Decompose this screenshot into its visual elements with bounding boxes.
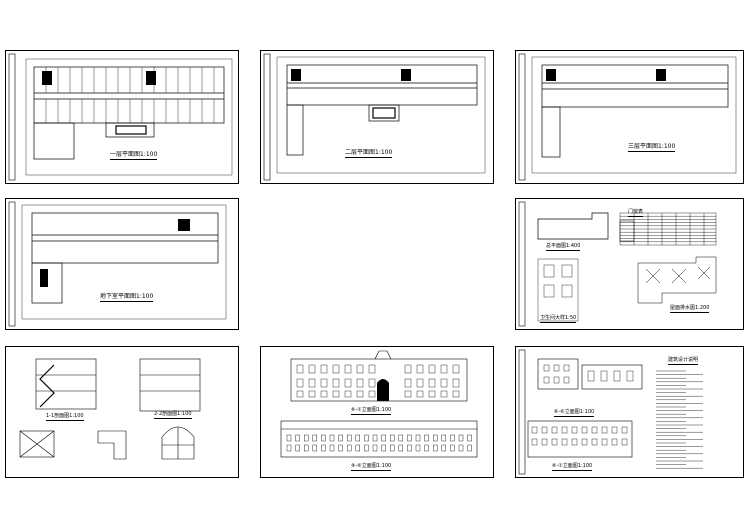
sheet-sections[interactable]: 1-1剖面图1:100 2-2剖面图1:100 bbox=[5, 346, 239, 478]
basement-plan-title: 地下室平面图1:100 bbox=[100, 293, 154, 302]
third-floor-plan-drawing bbox=[518, 53, 737, 181]
sheet-third-floor-plan[interactable]: 三层平面图1:100 bbox=[515, 50, 744, 184]
side-elevations-drawing bbox=[518, 349, 703, 475]
basement-plan-drawing bbox=[8, 201, 227, 327]
section-1-1-title: 1-1剖面图1:100 bbox=[46, 413, 84, 421]
front-elevations-drawing bbox=[280, 350, 478, 458]
south-elevation-title: ⑥-①立面图1:100 bbox=[351, 407, 392, 415]
second-floor-plan-title: 二层平面图1:100 bbox=[345, 149, 393, 158]
sections-drawing bbox=[19, 358, 201, 460]
sheet-front-elevations[interactable]: ⑥-①立面图1:100 ⑧-⑥立面图1:100 bbox=[260, 346, 494, 478]
first-floor-plan-drawing bbox=[8, 53, 233, 181]
third-floor-plan-title: 三层平面图1:100 bbox=[628, 143, 676, 152]
site-plan-title: 总平面图1:400 bbox=[546, 243, 581, 251]
roof-drainage-plan-title: 屋面排水图1:200 bbox=[670, 305, 710, 313]
north-elevation-title: ⑧-⑥立面图1:100 bbox=[351, 463, 392, 471]
east-elevation-title: ⑥-⑥立面图1:100 bbox=[554, 409, 595, 417]
design-notes-title: 建筑设计说明 bbox=[668, 357, 699, 365]
sheet-first-floor-plan[interactable]: 一层平面图1:100 bbox=[5, 50, 239, 184]
second-floor-plan-drawing bbox=[263, 53, 486, 181]
sheet-side-elevations[interactable]: ⑥-⑥立面图1:100 ⑥-①立面图1:100 建筑设计说明 bbox=[515, 346, 744, 478]
sheet-second-floor-plan[interactable]: 二层平面图1:100 bbox=[260, 50, 494, 184]
sheet-site-plan[interactable]: 总平面图1:400 门窗表 屋面排水图1:200 卫生间大样1:50 bbox=[515, 198, 744, 330]
west-elevation-title: ⑥-①立面图1:100 bbox=[552, 463, 593, 471]
first-floor-plan-title: 一层平面图1:100 bbox=[110, 151, 158, 160]
section-2-2-title: 2-2剖面图1:100 bbox=[154, 411, 192, 419]
restroom-detail-title: 卫生间大样1:50 bbox=[540, 315, 577, 323]
sheet-basement-plan[interactable]: 地下室平面图1:100 bbox=[5, 198, 239, 330]
site-plan-drawing bbox=[518, 201, 717, 327]
door-window-schedule-title: 门窗表 bbox=[628, 209, 644, 217]
